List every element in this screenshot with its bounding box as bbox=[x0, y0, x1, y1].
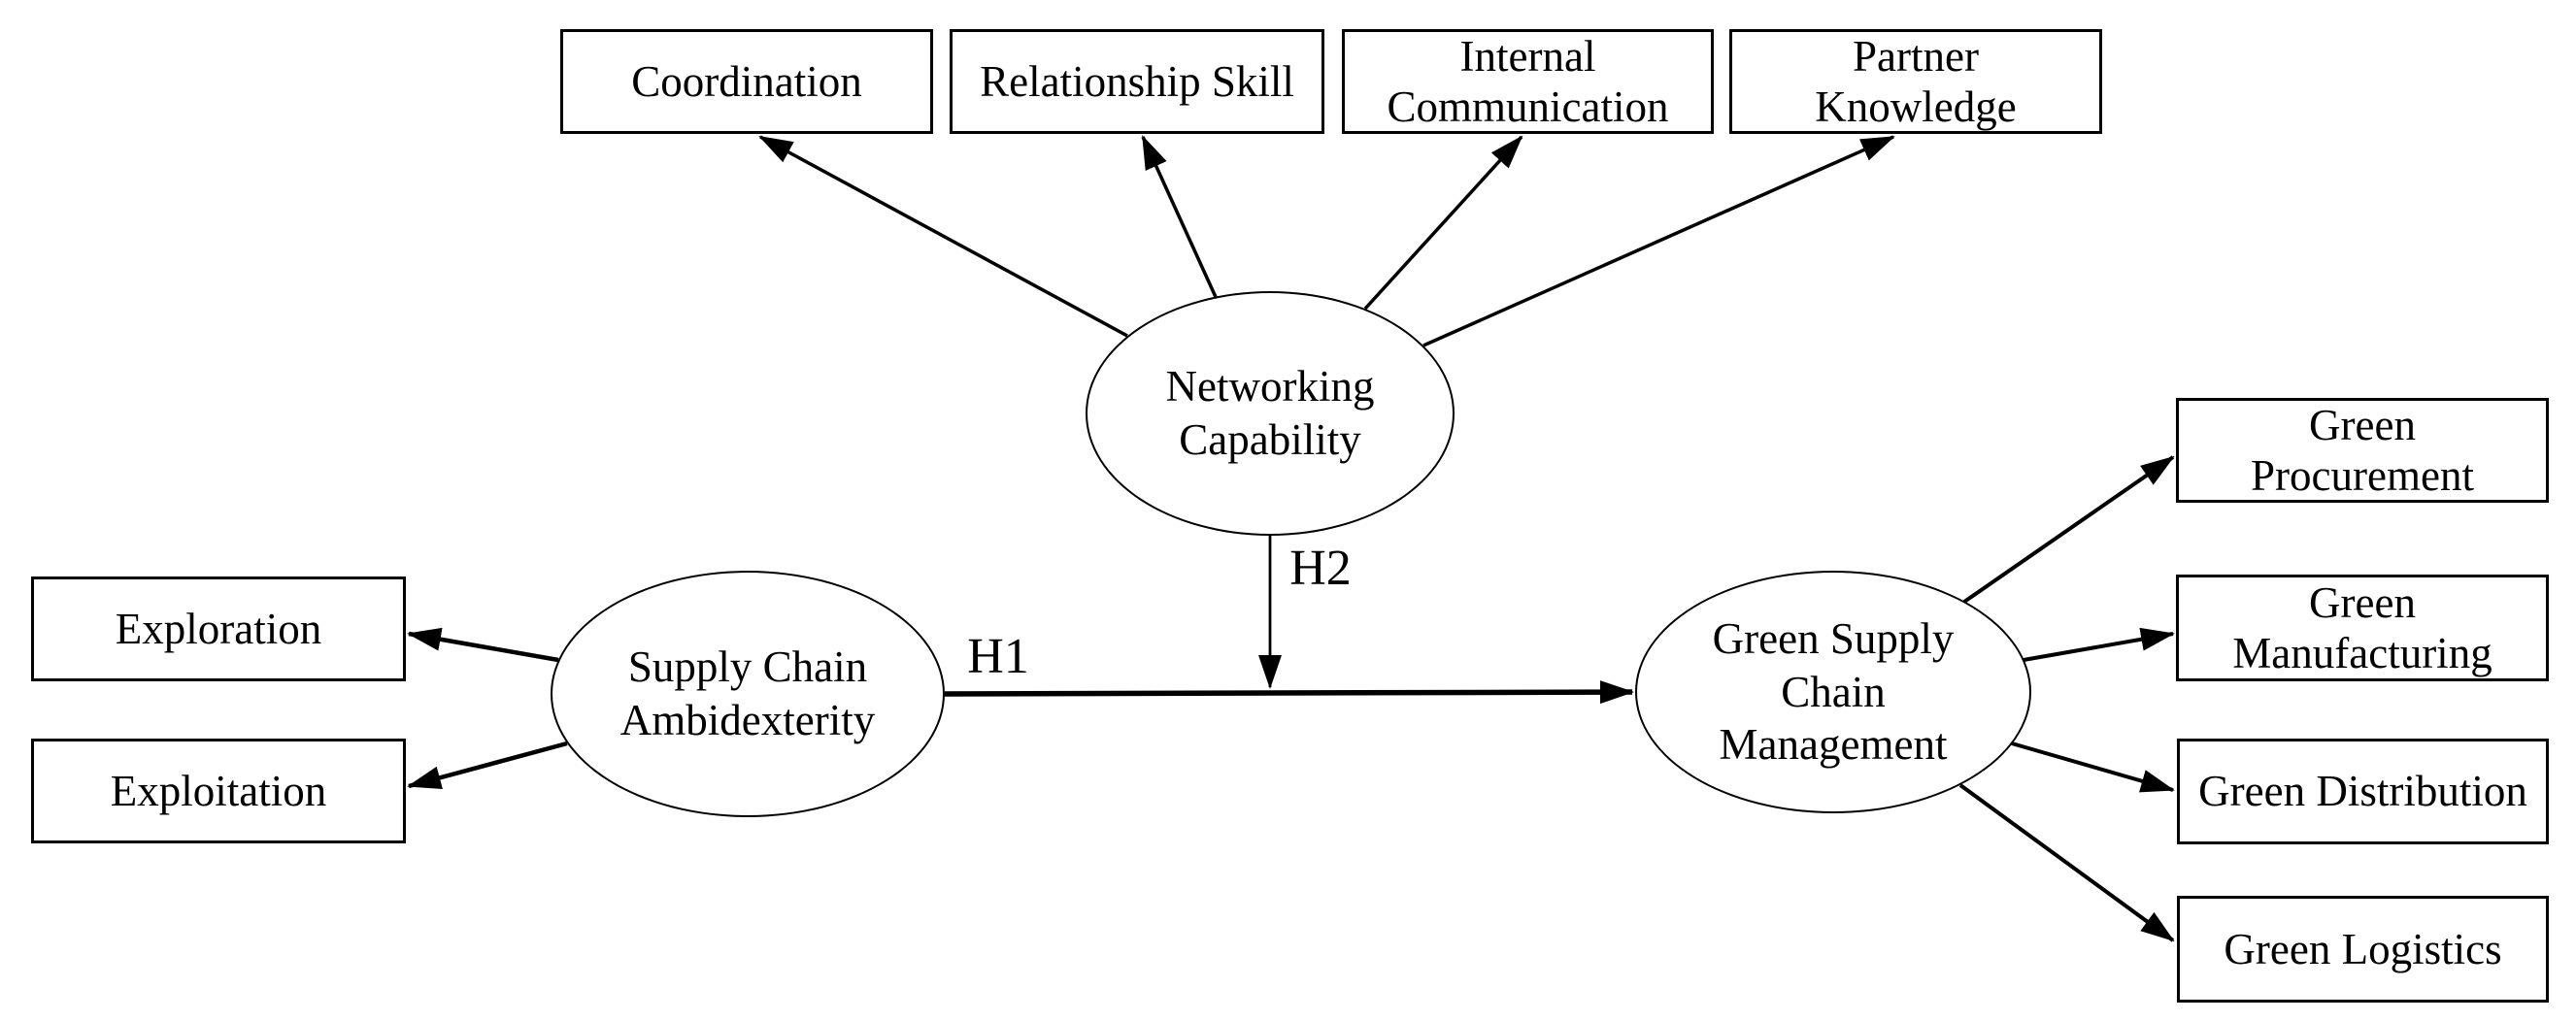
arrow-nc-to-coordination bbox=[758, 135, 1128, 338]
arrow-gscm-to-green-procurement bbox=[1962, 455, 2175, 604]
latent-ellipse-networking-capability: Networking Capability bbox=[1086, 291, 1455, 536]
latent-ellipse-green-supply-chain-management: Green Supply Chain Management bbox=[1635, 571, 2031, 813]
indicator-box-green-distribution: Green Distribution bbox=[2177, 739, 2549, 844]
arrow-nc-to-internal-communication bbox=[1363, 135, 1523, 311]
latent-ellipse-supply-chain-ambidexterity: Supply Chain Ambidexterity bbox=[551, 571, 945, 817]
indicator-box-exploitation: Exploitation bbox=[31, 739, 406, 843]
indicator-box-exploration: Exploration bbox=[31, 576, 406, 681]
arrow-h1-sca-to-gscm bbox=[944, 680, 1634, 705]
arrow-gscm-to-green-distribution bbox=[2011, 741, 2175, 793]
indicator-box-green-manufacturing: Green Manufacturing bbox=[2176, 575, 2549, 681]
indicator-box-green-procurement: Green Procurement bbox=[2176, 398, 2549, 503]
indicator-box-internal-communication: Internal Communication bbox=[1342, 29, 1714, 134]
arrow-gscm-to-green-logistics bbox=[1958, 783, 2175, 942]
indicator-box-coordination: Coordination bbox=[560, 29, 933, 134]
arrow-nc-to-relationship-skill bbox=[1141, 135, 1218, 298]
indicator-box-green-logistics: Green Logistics bbox=[2177, 896, 2549, 1003]
path-label-h2: H2 bbox=[1289, 541, 1352, 596]
arrow-sca-to-exploration bbox=[407, 627, 559, 663]
arrow-nc-to-partner-knowledge bbox=[1422, 135, 1895, 347]
path-label-h1: H1 bbox=[967, 629, 1029, 684]
arrow-sca-to-exploitation bbox=[407, 741, 568, 789]
indicator-box-partner-knowledge: Partner Knowledge bbox=[1729, 29, 2102, 134]
arrow-gscm-to-green-manufacturing bbox=[2023, 627, 2175, 662]
indicator-box-relationship-skill: Relationship Skill bbox=[950, 29, 1324, 134]
